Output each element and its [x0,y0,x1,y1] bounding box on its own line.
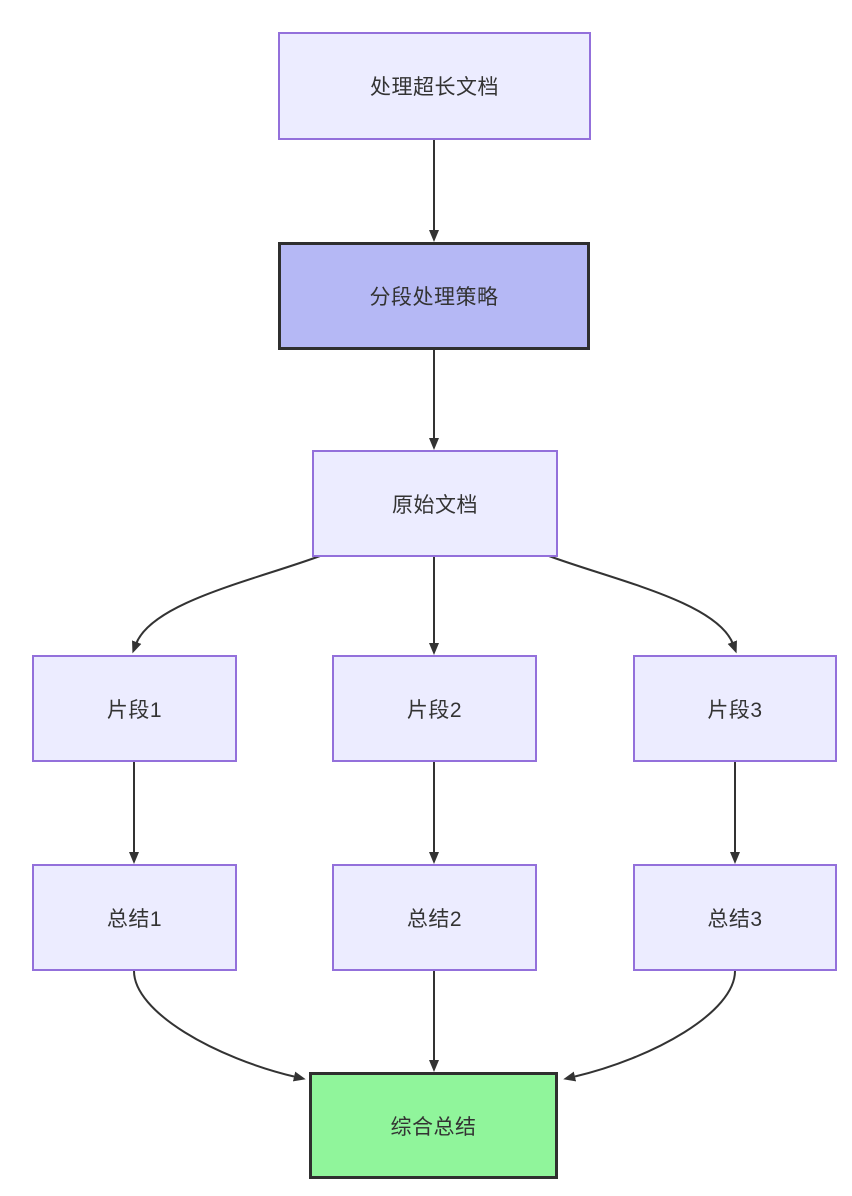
edge-sum3-to-final [563,970,736,1082]
node-segmentation-strategy-label: 分段处理策略 [369,286,499,309]
node-segmentation-strategy: 分段处理策略 [278,242,590,350]
node-process-long-doc: 处理超长文档 [278,32,591,140]
node-summary-3: 总结3 [633,864,837,971]
edge-original-to-frag3 [548,555,737,654]
node-summary-2: 总结2 [332,864,537,971]
node-summary-1: 总结1 [32,864,237,971]
node-summary-3-label: 总结3 [707,907,763,931]
node-process-long-doc-label: 处理超长文档 [370,76,499,99]
node-fragment-3-label: 片段3 [707,698,763,722]
node-fragment-1: 片段1 [32,655,237,762]
node-original-doc-label: 原始文档 [392,493,478,517]
edge-original-to-frag1 [132,555,321,654]
node-summary-1-label: 总结1 [106,907,163,931]
node-original-doc: 原始文档 [312,450,558,557]
node-final-summary-label: 综合总结 [390,1115,477,1139]
node-fragment-2-label: 片段2 [406,698,463,722]
node-fragment-2: 片段2 [332,655,537,762]
node-final-summary: 综合总结 [309,1072,558,1179]
edge-sum1-to-final [133,970,306,1082]
node-fragment-3: 片段3 [633,655,837,762]
node-summary-2-label: 总结2 [406,907,463,931]
node-fragment-1-label: 片段1 [106,698,163,722]
